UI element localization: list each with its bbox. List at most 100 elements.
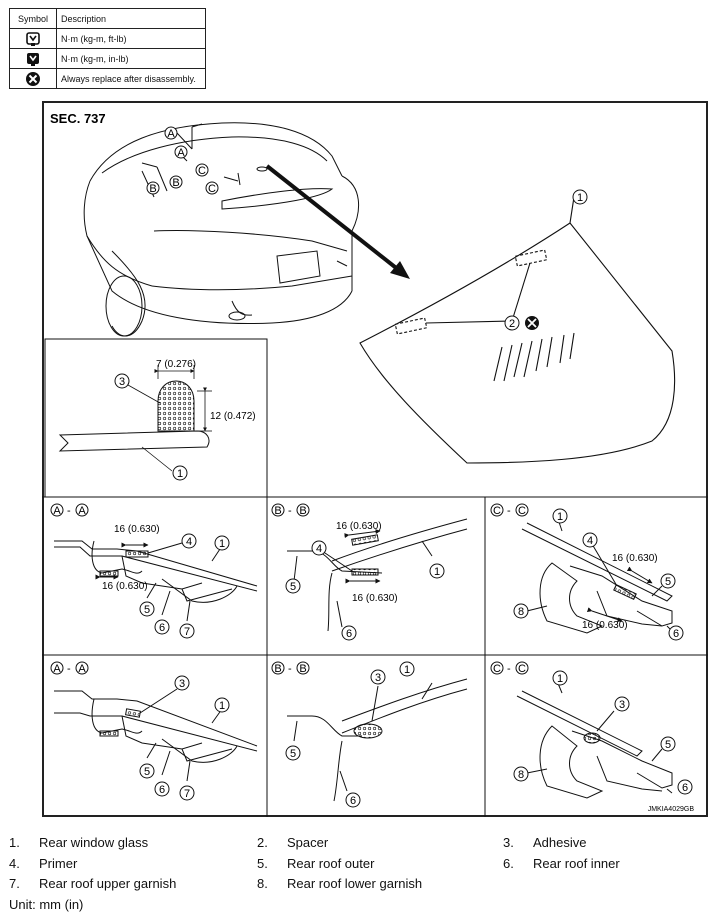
svg-text:5: 5 xyxy=(144,766,150,778)
svg-text:A: A xyxy=(53,663,61,675)
svg-text:C: C xyxy=(493,663,501,675)
view-aa-upper: A - A 16 (0.630) 16 (0.630) 4 1 5 xyxy=(50,503,258,639)
figure-code: JMKIA4029GB xyxy=(648,806,695,813)
height-dimension: 12 (0.472) xyxy=(210,411,256,422)
replace-part-icon xyxy=(26,71,40,86)
svg-text:3: 3 xyxy=(619,699,625,711)
svg-text:-: - xyxy=(288,505,292,517)
rear-window-glass-illustration xyxy=(359,196,676,464)
legend-symbol-cell xyxy=(9,48,57,69)
svg-text:1: 1 xyxy=(404,664,410,676)
view-bb-upper: B - B 16 (0.630) 16 (0.630) 4 1 5 6 xyxy=(271,503,468,641)
legend-description: N·m (kg-m, in-lb) xyxy=(56,48,206,69)
symbol-legend-table: Symbol Description N·m (kg-m, ft-lb) N·m… xyxy=(9,8,206,89)
svg-text:6: 6 xyxy=(682,782,688,794)
svg-text:B: B xyxy=(149,183,156,195)
svg-text:2: 2 xyxy=(509,318,515,330)
part-item: 7.Rear roof upper garnish xyxy=(9,876,177,891)
unit-note: Unit: mm (in) xyxy=(9,897,84,912)
svg-text:6: 6 xyxy=(159,622,165,634)
svg-text:1: 1 xyxy=(557,673,563,685)
svg-text:5: 5 xyxy=(144,604,150,616)
part-item: 3.Adhesive xyxy=(503,835,587,850)
svg-text:4: 4 xyxy=(316,543,322,555)
legend-row: N·m (kg-m, in-lb) xyxy=(9,48,206,69)
svg-text:16 (0.630): 16 (0.630) xyxy=(352,593,398,604)
svg-text:C: C xyxy=(198,165,206,177)
glass-callouts: 1 2 xyxy=(504,189,588,331)
explode-arrow xyxy=(265,164,410,279)
section-view-grid xyxy=(42,496,708,817)
svg-text:C: C xyxy=(518,505,526,517)
svg-text:-: - xyxy=(507,663,511,675)
svg-text:1: 1 xyxy=(219,538,225,550)
svg-text:16 (0.630): 16 (0.630) xyxy=(582,620,628,631)
diagram-frame xyxy=(42,101,708,817)
svg-text:-: - xyxy=(507,505,511,517)
legend-description: Always replace after disassembly. xyxy=(56,68,206,89)
part-item: 6.Rear roof inner xyxy=(503,856,620,871)
legend-header-description: Description xyxy=(56,8,206,29)
rear-window-glass-diagram: SEC. 737 A A B B C C xyxy=(42,111,708,817)
part-item: 4.Primer xyxy=(9,856,78,871)
svg-text:7: 7 xyxy=(184,788,190,800)
svg-text:-: - xyxy=(67,505,71,517)
svg-text:B: B xyxy=(299,663,306,675)
svg-text:C: C xyxy=(493,505,501,517)
svg-text:1: 1 xyxy=(434,566,440,578)
svg-text:8: 8 xyxy=(518,769,524,781)
svg-text:C: C xyxy=(518,663,526,675)
legend-symbol-cell xyxy=(9,68,57,89)
legend-row: Always replace after disassembly. xyxy=(9,68,206,89)
svg-text:B: B xyxy=(274,663,281,675)
svg-text:7: 7 xyxy=(184,626,190,638)
svg-text:16 (0.630): 16 (0.630) xyxy=(336,521,382,532)
width-dimension: 7 (0.276) xyxy=(156,359,196,370)
adhesive-section-detail: 7 (0.276) 12 (0.472) 3 1 xyxy=(44,338,268,498)
svg-text:C: C xyxy=(208,183,216,195)
svg-text:6: 6 xyxy=(159,784,165,796)
svg-text:16 (0.630): 16 (0.630) xyxy=(102,581,148,592)
part-item: 8.Rear roof lower garnish xyxy=(257,876,423,891)
view-aa-lower: A - A 3 1 5 6 7 xyxy=(50,661,258,801)
svg-text:1: 1 xyxy=(219,700,225,712)
svg-text:A: A xyxy=(177,147,185,159)
legend-description: N·m (kg-m, ft-lb) xyxy=(56,28,206,49)
svg-text:3: 3 xyxy=(179,678,185,690)
svg-text:4: 4 xyxy=(587,535,593,547)
svg-text:3: 3 xyxy=(375,672,381,684)
car-rear-illustration xyxy=(83,122,360,337)
torque-wrench-inlb-icon xyxy=(27,52,39,66)
svg-text:6: 6 xyxy=(673,628,679,640)
svg-text:1: 1 xyxy=(557,511,563,523)
view-cc-upper: C - C 16 (0.630) 16 (0.630) 1 4 5 8 6 xyxy=(490,503,684,641)
view-bb-lower: B - B 3 1 5 6 xyxy=(271,661,468,808)
svg-text:A: A xyxy=(78,505,86,517)
svg-text:A: A xyxy=(78,663,86,675)
section-label: SEC. 737 xyxy=(50,111,106,126)
svg-text:1: 1 xyxy=(577,192,583,204)
svg-text:B: B xyxy=(274,505,281,517)
svg-text:1: 1 xyxy=(177,468,183,480)
svg-text:-: - xyxy=(288,663,292,675)
svg-text:B: B xyxy=(172,177,179,189)
svg-text:6: 6 xyxy=(350,795,356,807)
svg-text:A: A xyxy=(53,505,61,517)
legend-header-symbol: Symbol xyxy=(9,8,57,29)
car-callouts: A A B B C C xyxy=(146,126,219,195)
svg-text:5: 5 xyxy=(665,739,671,751)
svg-text:8: 8 xyxy=(518,606,524,618)
svg-text:6: 6 xyxy=(346,628,352,640)
part-item: 5.Rear roof outer xyxy=(257,856,375,871)
torque-wrench-ftlb-icon xyxy=(26,31,40,46)
part-item: 1.Rear window glass xyxy=(9,835,149,850)
legend-row: N·m (kg-m, ft-lb) xyxy=(9,28,206,49)
svg-text:3: 3 xyxy=(119,376,125,388)
svg-text:5: 5 xyxy=(290,581,296,593)
replace-part-icon xyxy=(525,316,539,330)
svg-text:5: 5 xyxy=(290,748,296,760)
svg-text:16 (0.630): 16 (0.630) xyxy=(114,524,160,535)
svg-text:4: 4 xyxy=(186,536,192,548)
svg-text:5: 5 xyxy=(665,576,671,588)
legend-symbol-cell xyxy=(9,28,57,49)
